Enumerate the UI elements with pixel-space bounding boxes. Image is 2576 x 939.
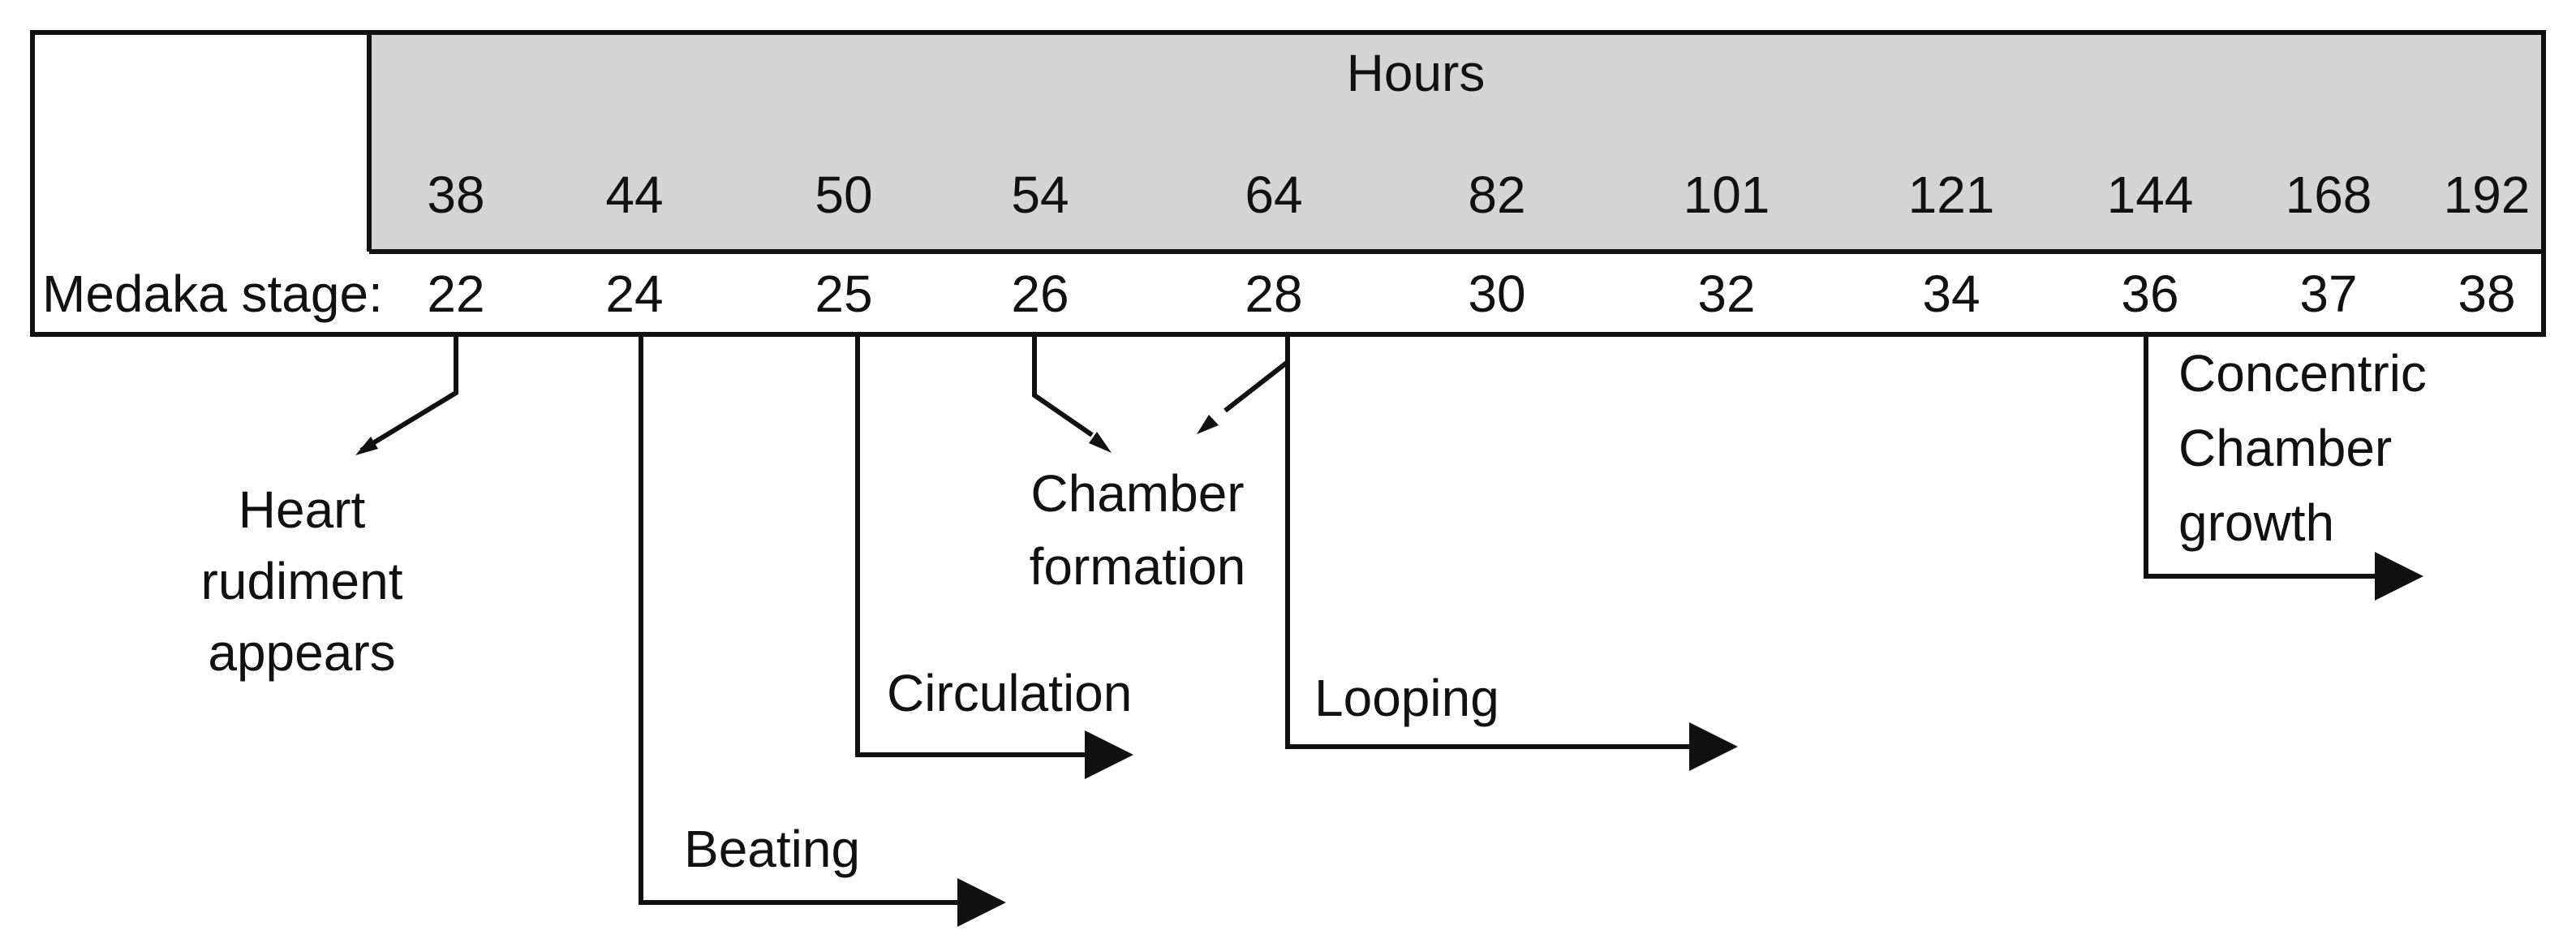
stage-tick-label: 24 bbox=[605, 265, 663, 323]
stage-tick-label: 22 bbox=[427, 265, 484, 323]
concentric-growth-connector bbox=[2144, 334, 2423, 601]
event-labels: Heart rudiment appears Beating Circulati… bbox=[201, 344, 2427, 878]
medaka-stage-label: Medaka stage: bbox=[42, 265, 383, 323]
chamber-formation-line-1: Chamber bbox=[1030, 464, 1244, 523]
concentric-growth-label: Concentric Chamber growth bbox=[2178, 344, 2427, 552]
stage-tick-label: 36 bbox=[2121, 265, 2178, 323]
hour-tick-label: 168 bbox=[2286, 166, 2372, 224]
hour-tick-label: 38 bbox=[427, 166, 484, 224]
timeline-table: Hours 38 44 50 54 64 82 101 121 144 168 192 Medaka… bbox=[30, 30, 2546, 337]
circulation-label: Circulation bbox=[887, 664, 1132, 722]
stage-tick-label: 34 bbox=[1922, 265, 1980, 323]
hour-tick-label: 64 bbox=[1245, 166, 1302, 224]
stage-tick-label: 30 bbox=[1468, 265, 1525, 323]
stage-tick-label: 38 bbox=[2458, 265, 2515, 323]
hours-band bbox=[369, 32, 2544, 252]
hour-tick-label: 192 bbox=[2444, 166, 2531, 224]
hour-tick-label: 121 bbox=[1908, 166, 1995, 224]
heart-rudiment-label: Heart rudiment appears bbox=[201, 480, 403, 682]
concentric-growth-line-3: growth bbox=[2178, 493, 2334, 552]
concentric-growth-line-2: Chamber bbox=[2178, 419, 2392, 477]
hour-tick-label: 54 bbox=[1011, 166, 1069, 224]
heart-rudiment-connector bbox=[359, 334, 458, 453]
hour-tick-label: 144 bbox=[2107, 166, 2194, 224]
stages-row: 22 24 25 26 28 30 32 34 36 37 38 bbox=[427, 265, 2515, 323]
heart-rudiment-line-3: appears bbox=[208, 623, 395, 682]
stage-tick-label: 37 bbox=[2299, 265, 2357, 323]
stage-tick-label: 32 bbox=[1697, 265, 1755, 323]
hour-tick-label: 101 bbox=[1684, 166, 1770, 224]
chamber-formation-right-arrowhead bbox=[1197, 415, 1219, 434]
hour-tick-label: 44 bbox=[605, 166, 663, 224]
concentric-growth-line-1: Concentric bbox=[2178, 344, 2427, 403]
beating-connector bbox=[639, 334, 1006, 927]
chamber-formation-left-connector bbox=[1032, 334, 1094, 437]
stage-tick-label: 26 bbox=[1011, 265, 1069, 323]
hour-tick-label: 82 bbox=[1468, 166, 1525, 224]
stage-tick-label: 28 bbox=[1245, 265, 1302, 323]
heart-rudiment-line-2: rudiment bbox=[201, 552, 403, 610]
hours-title: Hours bbox=[1347, 44, 1486, 102]
chamber-formation-left-arrowhead bbox=[1089, 432, 1112, 453]
circulation-connector bbox=[855, 334, 1133, 779]
chamber-formation-right-connector bbox=[1223, 334, 1290, 413]
heart-rudiment-arrowhead bbox=[355, 437, 378, 455]
hours-row: 38 44 50 54 64 82 101 121 144 168 192 bbox=[427, 166, 2530, 224]
chamber-formation-line-2: formation bbox=[1030, 537, 1246, 596]
stage-tick-label: 25 bbox=[815, 265, 872, 323]
looping-connector bbox=[1285, 334, 1738, 771]
heart-rudiment-line-1: Heart bbox=[239, 480, 366, 539]
looping-label: Looping bbox=[1314, 669, 1499, 727]
beating-label: Beating bbox=[684, 820, 860, 878]
chamber-formation-label: Chamber formation bbox=[1030, 464, 1246, 596]
hour-tick-label: 50 bbox=[815, 166, 872, 224]
event-connectors bbox=[355, 334, 2423, 927]
